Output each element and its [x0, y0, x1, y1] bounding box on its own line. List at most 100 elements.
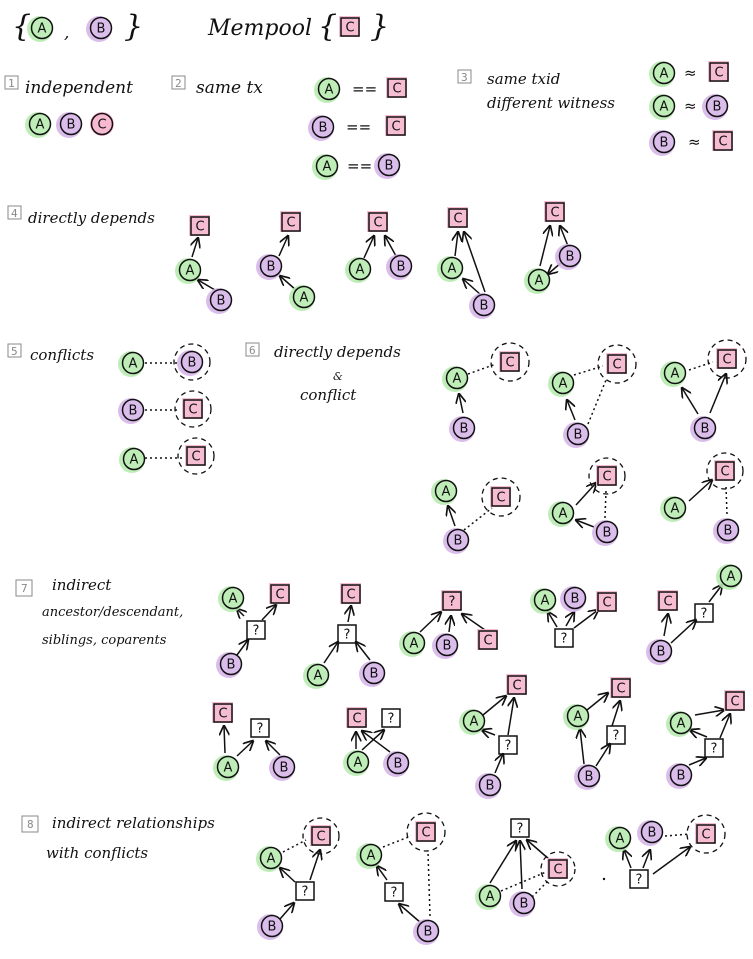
- s7-f2-a: A: [303, 663, 330, 689]
- s6-e3-c-label: C: [722, 353, 731, 368]
- s7-g3-q-outline: [498, 735, 518, 755]
- s7-f2-b-label: B: [370, 667, 379, 682]
- s6-e5-edge-a-c: [575, 483, 596, 506]
- s7-f5-b: B: [646, 639, 673, 665]
- s8-h3-c: C: [547, 858, 568, 879]
- header-set-brace-open: {: [12, 9, 31, 44]
- s7-f2-c-fill: [340, 583, 361, 604]
- s8-h2-halo: [406, 812, 446, 852]
- s6-e1-b: B: [449, 416, 476, 442]
- s7-g2-b-label: B: [394, 757, 403, 772]
- s6-e3-conflict: [688, 361, 714, 371]
- s7-g5-c-outline: [725, 691, 745, 711]
- s6-e5-conflict: [604, 490, 607, 519]
- s7-g4-a: A: [563, 704, 590, 730]
- s7-f2-e3: [356, 642, 371, 661]
- s1-node-c-outline: [90, 112, 114, 136]
- s8-h3-e1: [489, 841, 516, 884]
- s6-e5-c-fill: [596, 465, 617, 486]
- s6-e5-halo-c: [588, 457, 626, 495]
- s7-g1-e2: [236, 741, 253, 757]
- s1-node-a: A: [25, 112, 52, 138]
- s8-h4-b: B: [637, 820, 664, 846]
- s6-e6-a-outline: [663, 496, 687, 520]
- s4-d3-a-outline: [348, 257, 372, 281]
- s8-h1-e1: [280, 868, 296, 883]
- s7-f4-a-outline: [533, 588, 557, 612]
- s6-e4-conflict: [463, 507, 493, 531]
- s2-r1-c-outline: [387, 78, 407, 98]
- s4-d3-b-outline: [389, 254, 413, 278]
- s6-e4-halo: [481, 477, 521, 517]
- s5-r3-conflict-halo: [177, 437, 215, 475]
- s6-e2-a: A: [548, 371, 575, 397]
- s4-d1-c: C: [189, 215, 210, 236]
- header-node-a-label: A: [38, 22, 47, 37]
- s7-f4-c-outline: [597, 592, 617, 612]
- s6-e6-c: C: [714, 460, 735, 481]
- s8-h4-c: C: [695, 823, 716, 844]
- s7-f1-c: C: [269, 583, 290, 604]
- s8-h4-c-outline: [696, 824, 716, 844]
- s8-h2-c-label: C: [421, 826, 430, 841]
- s6-e2-c-fill: [606, 353, 627, 374]
- s2-r2-op: ==: [346, 118, 371, 136]
- s6-e5-edge-b-a: [576, 520, 595, 527]
- s2-r2-c: C: [385, 115, 406, 136]
- s4-d4-edge-b-c: [464, 232, 486, 293]
- s7-g3-c-outline: [507, 675, 527, 695]
- s4-d5-c: C: [544, 201, 565, 222]
- s5-r2-c: C: [182, 398, 203, 419]
- s7-g1-c-fill: [212, 702, 233, 723]
- s8-h4-a-outline: [608, 826, 632, 850]
- mempool-brace-open: {: [318, 9, 337, 44]
- s1-node-c-fill: [90, 112, 114, 136]
- s8-h1-e2: [309, 850, 320, 881]
- s7-f1-q-label: ?: [253, 624, 260, 639]
- s7-f4-b-label: B: [571, 592, 580, 607]
- s7-f3-e1: [419, 612, 441, 633]
- s7-g5-e3: [719, 714, 730, 739]
- s5-r3-c: C: [185, 445, 206, 466]
- s7-g4-b-label: B: [585, 770, 594, 785]
- s2-r1-c: C: [386, 77, 407, 98]
- s6-e5-a: A: [548, 501, 575, 527]
- s5-r2-b-label: B: [129, 404, 138, 419]
- s7-f4-q-label: ?: [561, 632, 568, 647]
- s7-f3-c: C: [477, 629, 498, 650]
- s7-g1-q-outline: [250, 718, 270, 738]
- s3-r1-c-fill: [708, 61, 729, 82]
- s8-h3-c-label: C: [553, 863, 562, 878]
- s8-h3-a-label: A: [486, 890, 495, 905]
- s1-node-a-label: A: [36, 118, 45, 133]
- s1-node-c-label: C: [97, 118, 106, 133]
- s4-d5-a-label: A: [535, 274, 544, 289]
- s4-d2-a: A: [289, 285, 316, 311]
- s7-g3-e4: [494, 754, 503, 774]
- s6-e6-edge-a-c: [688, 480, 712, 502]
- s6-e6-a: A: [660, 496, 687, 522]
- s6-e3-c-fill: [716, 348, 737, 369]
- s7-g3-c-label: C: [512, 679, 521, 694]
- header-node-c-label: C: [345, 21, 354, 36]
- s7-f2-e2: [323, 642, 338, 664]
- s2-r1-a-label: A: [325, 83, 334, 98]
- s7-g3-a-label: A: [470, 715, 479, 730]
- s6-e5-b-label: B: [603, 526, 612, 541]
- s8-h4-q-label: ?: [636, 873, 643, 888]
- s8-h1-c: C: [310, 825, 331, 846]
- s4-d1-a-label: A: [186, 264, 195, 279]
- s3-r1-c-label: C: [714, 66, 723, 81]
- s8-h1-q-outline: [295, 881, 315, 901]
- s7-f1-a: A: [218, 586, 245, 612]
- s8-h2-q: ?: [384, 882, 404, 902]
- s4-d5-b-label: B: [566, 250, 575, 265]
- s7-g2-q-outline: [381, 708, 401, 728]
- s7-g1-e3: [266, 741, 281, 756]
- s8-h1-c-fill: [310, 825, 331, 846]
- s1-node-a-outline: [28, 112, 52, 136]
- s8-h4-q-outline: [629, 869, 649, 889]
- s7-g3-a-outline: [462, 709, 486, 733]
- s8-h3-c-outline: [548, 859, 568, 879]
- s7-f1-a-label: A: [229, 592, 238, 607]
